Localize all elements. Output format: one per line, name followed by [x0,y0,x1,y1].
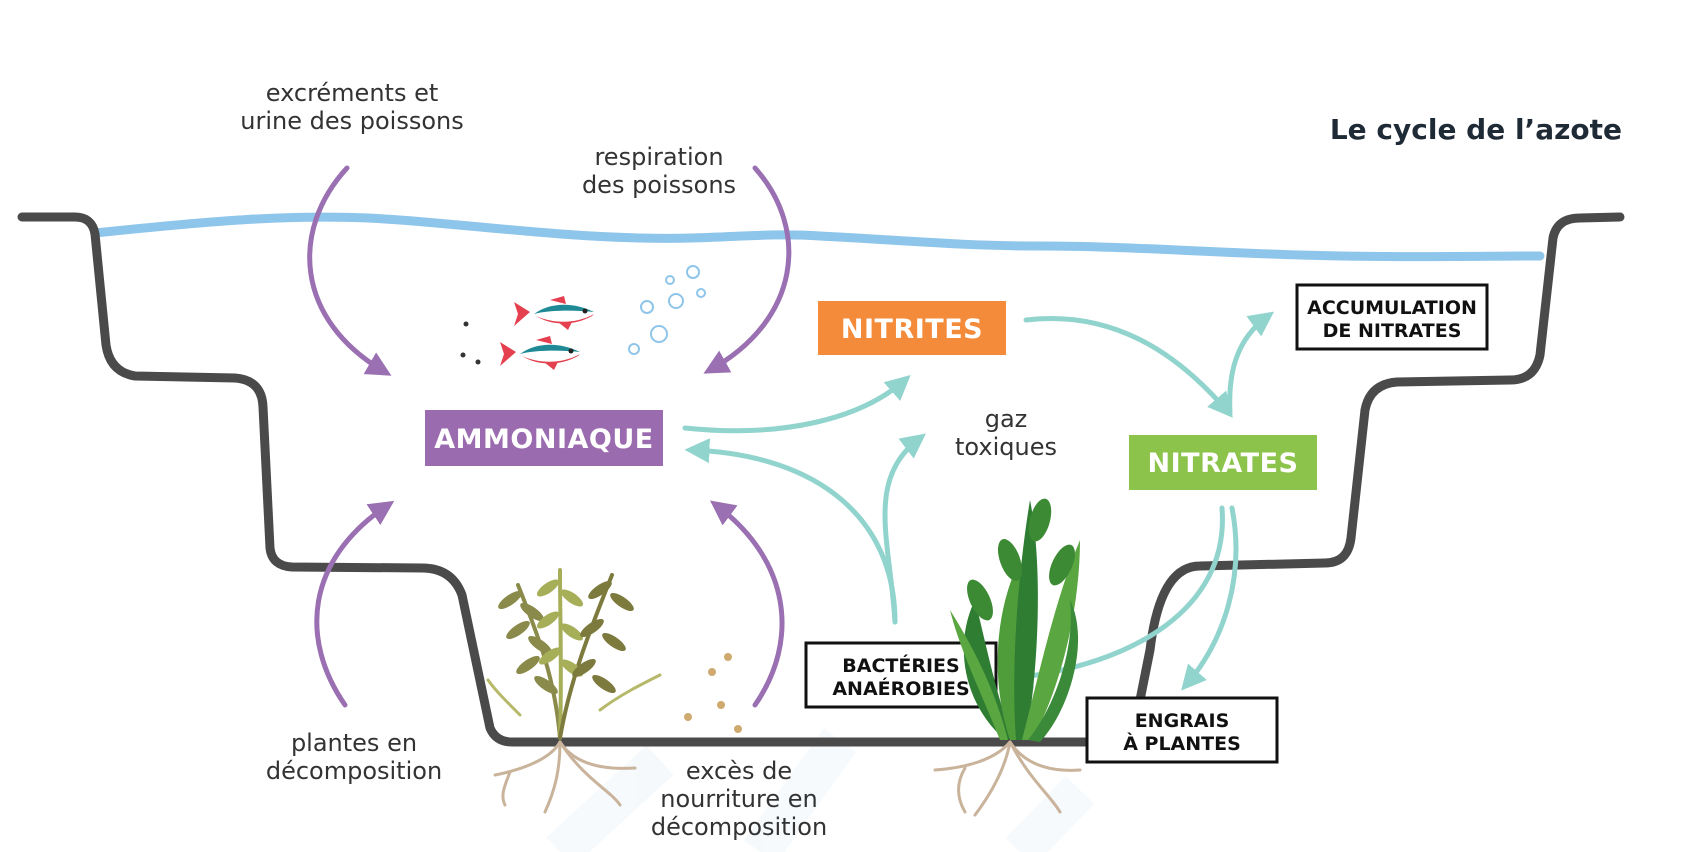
arrow-nitrates-to-engrais [1181,505,1239,691]
ammoniaque-label: AMMONIAQUE [434,424,653,455]
fish-icon [500,336,580,370]
plantes-label-line1: plantes en [291,729,417,757]
arrow-nitrites-to-nitrates [1023,316,1233,418]
excrements-label-line2: urine des poissons [240,107,463,135]
respiration-label-line1: respiration [594,143,723,171]
arrow-ammonia-to-nitrites [682,375,911,434]
roots-icon [933,740,1082,817]
arrow-respiration [703,165,792,374]
respiration-label-line2: des poissons [582,171,736,199]
diagram-title: Le cycle de l’azote [1330,113,1622,146]
nitrates-box: NITRATES [1129,435,1317,490]
food-pellets-icon [684,653,742,733]
ammonia-source-arrows [307,165,792,708]
arrow-nitrates-to-accumulation [1227,311,1275,417]
nitrites-box: NITRITES [818,301,1006,355]
waste-dots-icon [460,321,481,365]
nourriture-label-line1: excès de [686,757,792,785]
bacteries-line2: ANAÉROBIES [832,677,969,700]
water-surface [90,212,1545,262]
aquatic-plant-icon [950,498,1080,742]
accumulation-line2: DE NITRATES [1323,320,1462,342]
bubbles-icon [628,265,706,355]
engrais-line2: À PLANTES [1123,732,1241,755]
bacteries-line1: BACTÉRIES [842,654,959,677]
roots-icon [493,740,637,814]
excrements-label-line1: excréments et [266,79,439,107]
accumulation-line1: ACCUMULATION [1307,297,1477,319]
engrais-tag: ENGRAIS À PLANTES [1085,696,1279,764]
arrow-excrements [307,165,392,376]
engrais-line1: ENGRAIS [1135,710,1230,732]
ammoniaque-box: AMMONIAQUE [425,410,663,466]
fish-icon [514,296,594,330]
nitrites-label: NITRITES [841,314,983,345]
aquatic-plant-icon [486,568,662,740]
gaz-label-line1: gaz [985,405,1028,433]
arrow-nourriture [709,500,785,708]
arrow-bacteries-to-gaz [882,433,926,625]
nourriture-label-line3: décomposition [651,813,827,841]
gaz-label-line2: toxiques [955,433,1057,461]
nourriture-label-line2: nourriture en [660,785,817,813]
nitrates-label: NITRATES [1148,448,1299,479]
arrow-plantes [314,500,395,708]
background-watermark [546,728,1095,852]
arrow-bacteries-to-ammonia [684,438,898,625]
plantes-label-line2: décomposition [266,757,442,785]
accumulation-tag: ACCUMULATION DE NITRATES [1295,283,1489,351]
